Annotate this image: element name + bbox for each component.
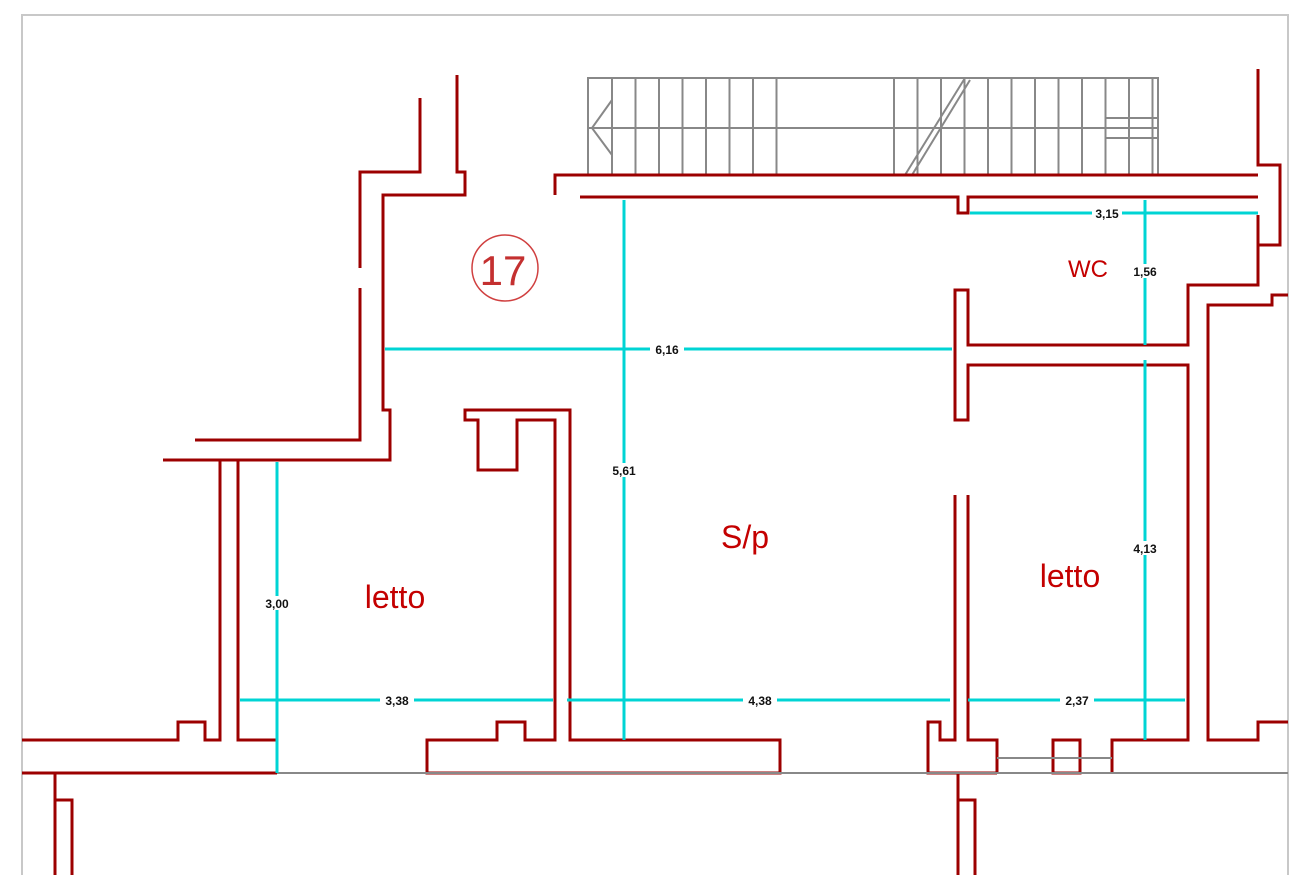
page-frame (21, 14, 1289, 875)
dimension-labels: 3,15 1,56 6,16 5,61 4,13 3,00 3,38 4,38 … (260, 206, 1162, 708)
dim-label: 5,61 (612, 464, 636, 478)
dim-label: 3,00 (265, 597, 289, 611)
dim-label: 4,13 (1133, 542, 1157, 556)
room-label-living: S/p (721, 519, 769, 555)
dim-label: 4,38 (748, 694, 772, 708)
room-label-wc: WC (1068, 256, 1108, 283)
room-label-bedroom-left: letto (365, 579, 425, 615)
staircase (587, 77, 1159, 176)
unit-number-circle (471, 234, 539, 302)
dimension-lines (240, 200, 1258, 773)
dim-label: 3,15 (1095, 207, 1119, 221)
dim-label: 2,37 (1065, 694, 1089, 708)
dim-label: 6,16 (655, 343, 679, 357)
dim-label: 1,56 (1133, 265, 1157, 279)
walls (22, 69, 1288, 875)
unit-number: 17 (480, 247, 527, 294)
dim-label: 3,38 (385, 694, 409, 708)
room-label-bedroom-right: letto (1040, 558, 1100, 594)
